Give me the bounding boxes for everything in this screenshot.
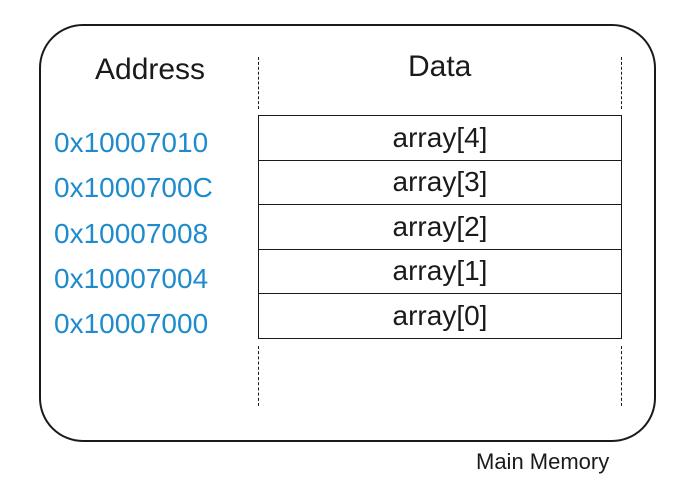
memory-row-1: array[1] [258,249,622,294]
address-label: 0x10007008 [54,218,209,249]
data-cell: array[2] [392,210,488,242]
address-label: 0x10007004 [54,263,209,294]
main-memory-caption: Main Memory [476,449,610,474]
address-label: 0x10007000 [54,308,209,339]
memory-row-4: array[4] [258,116,622,161]
address-label: 0x10007010 [54,127,209,158]
data-cell: array[4] [392,121,488,153]
memory-row-3: array[3] [258,160,622,205]
data-cell: array[0] [392,299,488,331]
address-label: 0x1000700C [54,172,213,203]
data-cell: array[3] [392,166,488,198]
memory-row-2: array[2] [258,205,622,250]
address-column-header: Address [95,53,206,86]
data-column-header: Data [408,50,472,83]
right-dash-top [621,57,622,109]
right-dash-bottom [621,346,622,406]
left-dash-bottom [258,346,259,406]
main-memory-frame [39,24,656,442]
data-cell: array[1] [392,255,488,287]
memory-table: array[4] array[3] array[2] array[1] arra… [258,115,622,339]
memory-row-0: array[0] [258,294,622,339]
left-dash-top [258,57,259,109]
